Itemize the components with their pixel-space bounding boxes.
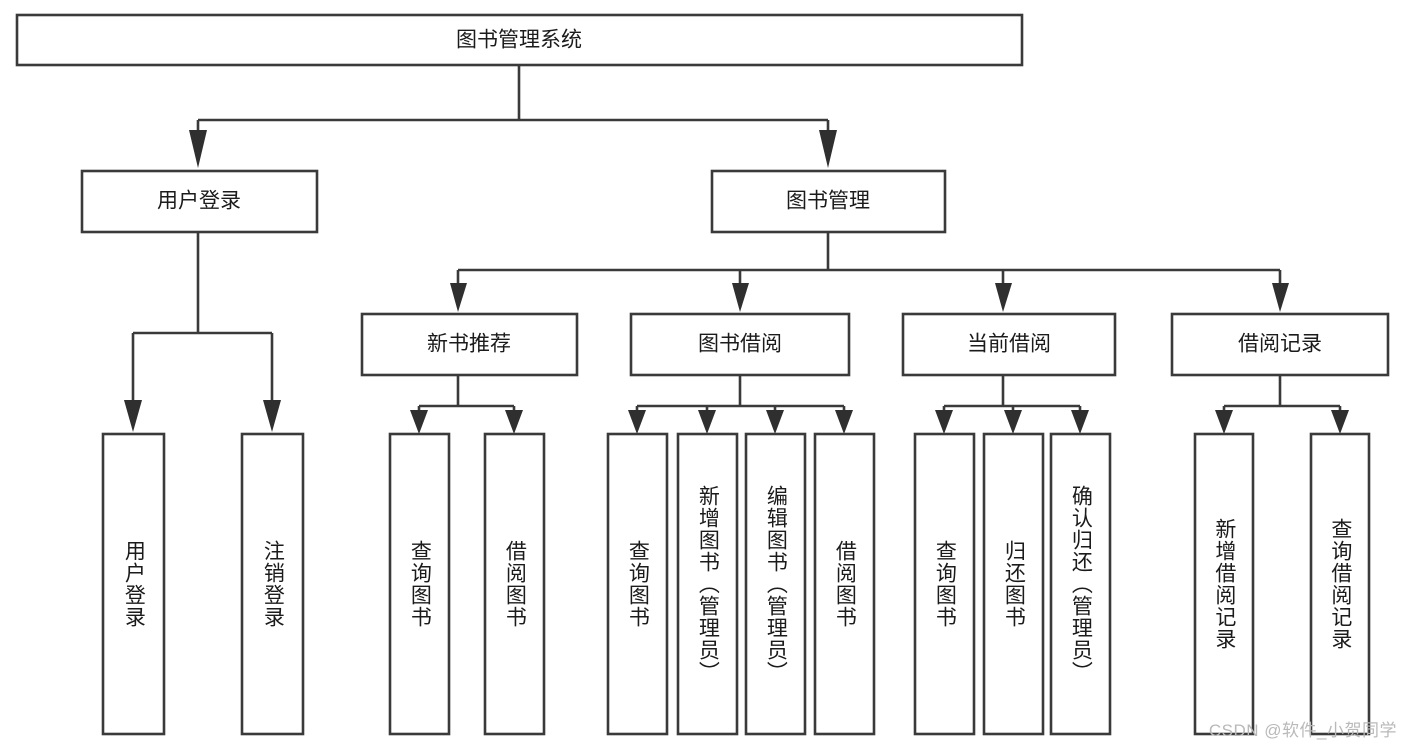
node-leaf-query-book-2-label: 查询图书	[626, 540, 650, 628]
arrowhead-leaf-query-book-3	[935, 410, 953, 434]
node-leaf-borrow-book-1[interactable]: 借阅图书	[483, 432, 546, 736]
connector-group-borrow-record	[1215, 375, 1349, 434]
node-leaf-confirm-return-label: 确认归还（管理员）	[1069, 485, 1093, 683]
node-book-manage[interactable]: 图书管理	[710, 169, 947, 234]
node-leaf-add-record[interactable]: 新增借阅记录	[1193, 432, 1255, 736]
node-book-borrow-label: 图书借阅	[698, 333, 782, 356]
node-leaf-edit-book[interactable]: 编辑图书（管理员）	[744, 432, 807, 736]
node-leaf-query-book-2-box[interactable]	[606, 432, 669, 736]
node-leaf-query-book-1[interactable]: 查询图书	[388, 432, 451, 736]
node-current-borrow[interactable]: 当前借阅	[901, 312, 1117, 377]
node-borrow-record-box[interactable]	[1170, 312, 1390, 377]
node-leaf-borrow-book-2-box[interactable]	[813, 432, 876, 736]
node-leaf-borrow-book-2[interactable]: 借阅图书	[813, 432, 876, 736]
arrowhead-leaf-borrow-book-1	[505, 410, 523, 434]
node-new-book-recommend[interactable]: 新书推荐	[360, 312, 579, 377]
node-leaf-user-login[interactable]: 用户登录	[101, 432, 166, 736]
node-root[interactable]: 图书管理系统	[15, 13, 1024, 67]
node-book-borrow-box[interactable]	[629, 312, 851, 377]
arrowhead-leaf-edit-book	[766, 410, 784, 434]
node-current-borrow-box[interactable]	[901, 312, 1117, 377]
node-leaf-logout[interactable]: 注销登录	[240, 432, 305, 736]
node-leaf-edit-book-label: 编辑图书（管理员）	[764, 485, 788, 683]
node-leaf-return-book-box[interactable]	[982, 432, 1045, 736]
arrowhead-current-borrow	[995, 283, 1012, 312]
arrowhead-leaf-return-book	[1004, 410, 1022, 434]
arrowhead-leaf-add-record	[1215, 410, 1233, 434]
node-leaf-user-login-label: 用户登录	[122, 540, 146, 628]
node-leaf-add-record-box[interactable]	[1193, 432, 1255, 736]
node-root-box[interactable]	[15, 13, 1024, 67]
node-user-login[interactable]: 用户登录	[80, 169, 319, 234]
node-leaf-confirm-return[interactable]: 确认归还（管理员）	[1049, 432, 1112, 736]
connector-group-new-book-recommend	[410, 375, 523, 434]
node-root-label: 图书管理系统	[456, 29, 582, 52]
arrowhead-leaf-user-login	[124, 400, 142, 432]
node-book-manage-label: 图书管理	[786, 190, 870, 213]
arrowhead-leaf-confirm-return	[1071, 410, 1089, 434]
node-user-login-label: 用户登录	[157, 190, 241, 213]
arrowhead-borrow-record	[1272, 283, 1289, 312]
connector-group-user-login	[124, 232, 281, 432]
node-leaf-user-login-box[interactable]	[101, 432, 166, 736]
node-leaf-query-record[interactable]: 查询借阅记录	[1309, 432, 1371, 736]
arrowhead-leaf-logout	[263, 400, 281, 432]
node-leaf-query-book-1-label: 查询图书	[408, 540, 432, 628]
node-leaf-add-book-box[interactable]	[676, 432, 739, 736]
connector-group-current-borrow	[935, 375, 1089, 434]
connector-group-book-borrow	[628, 375, 853, 434]
arrowhead-user-login	[189, 130, 207, 168]
node-current-borrow-label: 当前借阅	[967, 333, 1051, 356]
arrowhead-leaf-query-book-2	[628, 410, 646, 434]
node-leaf-confirm-return-box[interactable]	[1049, 432, 1112, 736]
node-new-book-recommend-label: 新书推荐	[427, 333, 511, 356]
node-leaf-query-book-3-box[interactable]	[913, 432, 976, 736]
node-new-book-recommend-box[interactable]	[360, 312, 579, 377]
node-book-borrow[interactable]: 图书借阅	[629, 312, 851, 377]
node-leaf-add-book-label: 新增图书（管理员）	[696, 485, 720, 683]
arrowhead-book-borrow	[732, 283, 749, 312]
node-leaf-query-record-label: 查询借阅记录	[1328, 518, 1352, 650]
node-leaf-return-book-label: 归还图书	[1002, 540, 1026, 628]
node-leaf-query-book-1-box[interactable]	[388, 432, 451, 736]
node-leaf-add-book[interactable]: 新增图书（管理员）	[676, 432, 739, 736]
node-leaf-query-book-3-label: 查询图书	[933, 540, 957, 628]
connector-group-root	[189, 65, 837, 168]
node-leaf-logout-box[interactable]	[240, 432, 305, 736]
arrowhead-leaf-borrow-book-2	[835, 410, 853, 434]
arrowhead-new-book-recommend	[450, 283, 467, 312]
node-leaf-query-book-2[interactable]: 查询图书	[606, 432, 669, 736]
arrowhead-leaf-query-book-1	[410, 410, 428, 434]
node-leaf-query-book-3[interactable]: 查询图书	[913, 432, 976, 736]
node-book-manage-box[interactable]	[710, 169, 947, 234]
connector-group-book-manage	[450, 232, 1289, 312]
node-borrow-record[interactable]: 借阅记录	[1170, 312, 1390, 377]
node-leaf-borrow-book-1-label: 借阅图书	[503, 540, 527, 628]
node-leaf-return-book[interactable]: 归还图书	[982, 432, 1045, 736]
node-user-login-box[interactable]	[80, 169, 319, 234]
node-leaf-query-record-box[interactable]	[1309, 432, 1371, 736]
arrowhead-leaf-add-book	[698, 410, 716, 434]
watermark: CSDN @软件_小贺同学	[1208, 721, 1397, 740]
node-borrow-record-label: 借阅记录	[1238, 333, 1322, 356]
node-leaf-logout-label: 注销登录	[261, 540, 285, 628]
node-leaf-edit-book-box[interactable]	[744, 432, 807, 736]
arrowhead-leaf-query-record	[1331, 410, 1349, 434]
node-leaf-add-record-label: 新增借阅记录	[1212, 518, 1236, 650]
node-leaf-borrow-book-2-label: 借阅图书	[833, 540, 857, 628]
arrowhead-book-manage	[819, 130, 837, 168]
node-leaf-borrow-book-1-box[interactable]	[483, 432, 546, 736]
